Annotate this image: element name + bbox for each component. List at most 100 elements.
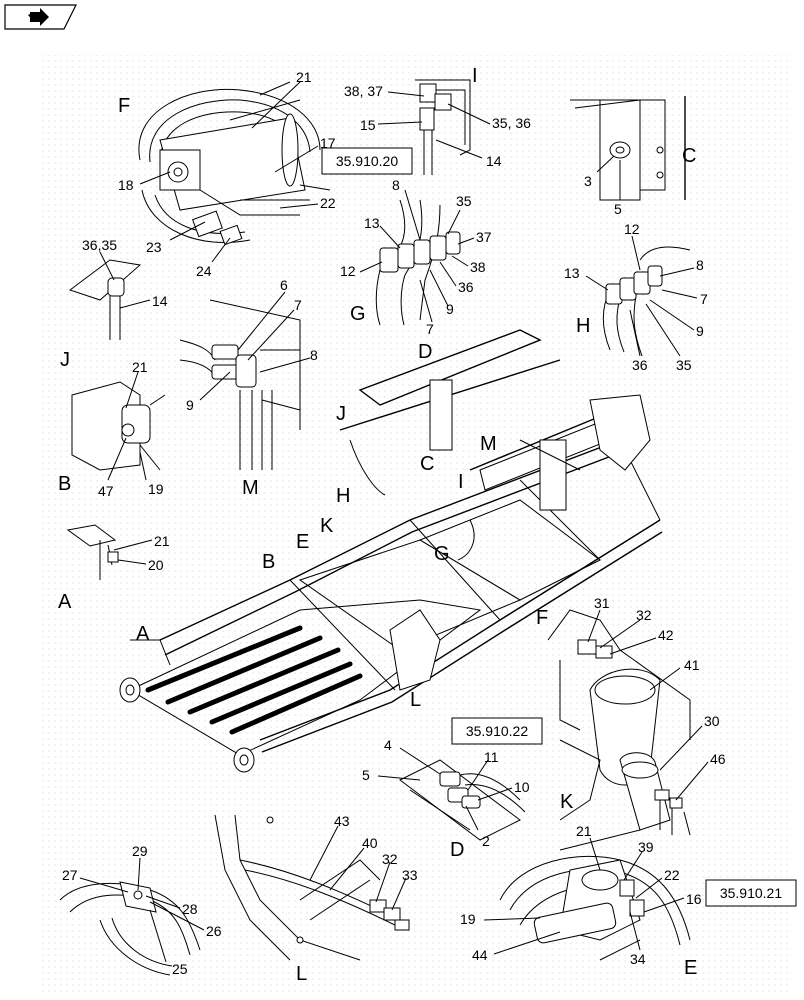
view-label-g-mid: G xyxy=(350,303,366,325)
reference-box-35-910-21[interactable]: 35.910.21 xyxy=(705,879,797,907)
callout: 8 xyxy=(696,257,704,273)
svg-text:35.910.21: 35.910.21 xyxy=(720,885,782,901)
callout: 35 xyxy=(456,193,472,209)
view-label-b-main: B xyxy=(262,551,275,573)
callout: 13 xyxy=(364,215,380,231)
detail-view-f-lower xyxy=(547,609,691,836)
callout: 35, 36 xyxy=(492,115,531,131)
view-label-g-main: G xyxy=(434,543,450,565)
callout: 32 xyxy=(636,607,652,623)
reference-box-35-910-20[interactable]: 35.910.20 xyxy=(321,147,413,175)
view-label-b-left: B xyxy=(58,473,71,495)
view-label-h-main: H xyxy=(336,485,350,507)
view-label-d-bottom: D xyxy=(450,839,464,861)
callout: 46 xyxy=(710,751,726,767)
callout: 36 xyxy=(458,279,474,295)
callout: 5 xyxy=(362,767,370,783)
callout: 5 xyxy=(614,201,622,217)
view-label-j-main: J xyxy=(336,403,346,425)
detail-view-d xyxy=(399,759,526,841)
callout: 43 xyxy=(334,813,350,829)
callout: 16 xyxy=(686,891,702,907)
callout: 27 xyxy=(62,867,78,883)
main-header-assembly xyxy=(119,329,663,773)
callout: 18 xyxy=(118,177,134,193)
view-label-f-top: F xyxy=(118,95,130,117)
callout: 8 xyxy=(392,177,400,193)
callout: 21 xyxy=(296,69,312,85)
detail-view-h xyxy=(602,246,691,357)
callout: 3 xyxy=(584,173,592,189)
view-label-i-top: I xyxy=(472,65,478,87)
view-label-k-right: K xyxy=(560,791,574,813)
callout: 28 xyxy=(182,901,198,917)
callout: 9 xyxy=(446,301,454,317)
callout: 9 xyxy=(696,323,704,339)
view-label-l-main: L xyxy=(410,689,421,711)
view-label-e-bottom: E xyxy=(684,957,697,979)
callout: 39 xyxy=(638,839,654,855)
callout: 38, 37 xyxy=(344,83,383,99)
view-label-a-left: A xyxy=(58,591,72,613)
detail-view-i xyxy=(415,79,471,175)
svg-text:35.910.20: 35.910.20 xyxy=(336,153,398,169)
callout: 37 xyxy=(476,229,492,245)
callout: 35 xyxy=(676,357,692,373)
callout: 7 xyxy=(294,297,302,313)
callout: 42 xyxy=(658,627,674,643)
svg-text:35.910.22: 35.910.22 xyxy=(466,723,528,739)
callout: 19 xyxy=(460,911,476,927)
detail-view-e xyxy=(499,829,691,961)
callout: 21 xyxy=(154,533,170,549)
view-label-h-right: H xyxy=(576,315,590,337)
detail-view-j xyxy=(68,259,142,340)
callout: 26 xyxy=(206,923,222,939)
callout: 7 xyxy=(426,321,434,337)
detail-view-a xyxy=(66,524,119,580)
view-label-a-main: A xyxy=(136,623,150,645)
callout: 13 xyxy=(564,265,580,281)
callout: 32 xyxy=(382,851,398,867)
callout: 20 xyxy=(148,557,164,573)
callout: 6 xyxy=(280,277,288,293)
view-label-c-main: C xyxy=(420,453,434,475)
callout: 14 xyxy=(152,293,168,309)
detail-view-f xyxy=(138,81,331,246)
view-label-c-top: C xyxy=(682,145,696,167)
arrow-right-icon xyxy=(28,8,49,26)
detail-view-m xyxy=(179,299,301,470)
callout: 24 xyxy=(196,263,212,279)
callout: 11 xyxy=(484,749,499,765)
callout: 8 xyxy=(310,347,318,363)
callout: 15 xyxy=(360,117,376,133)
callout: 12 xyxy=(624,221,640,237)
callout: 36,35 xyxy=(82,237,117,253)
nav-forward-button[interactable] xyxy=(4,4,78,30)
callout: 9 xyxy=(186,397,194,413)
callout: 40 xyxy=(362,835,378,851)
view-label-l-bottom: L xyxy=(296,963,307,985)
callout: 38 xyxy=(470,259,486,275)
view-label-e-main: E xyxy=(296,531,309,553)
detail-view-bottom-left xyxy=(59,881,201,976)
callout: 12 xyxy=(340,263,356,279)
view-label-k-main: K xyxy=(320,515,334,537)
callout: 34 xyxy=(630,951,646,967)
callout: 22 xyxy=(320,195,336,211)
reference-box-35-910-22[interactable]: 35.910.22 xyxy=(451,717,543,745)
callout: 25 xyxy=(172,961,188,977)
detail-view-l xyxy=(214,814,410,961)
callout: 17 xyxy=(320,135,336,151)
view-label-d-main: D xyxy=(418,341,432,363)
callout: 36 xyxy=(632,357,648,373)
callout: 44 xyxy=(472,947,488,963)
callout: 19 xyxy=(148,481,164,497)
view-label-m-mid: M xyxy=(242,477,259,499)
callout: 21 xyxy=(132,359,148,375)
callout: 41 xyxy=(684,657,700,673)
callout: 10 xyxy=(514,779,530,795)
callout: 7 xyxy=(700,291,708,307)
callout: 22 xyxy=(664,867,680,883)
callout: 21 xyxy=(576,823,592,839)
